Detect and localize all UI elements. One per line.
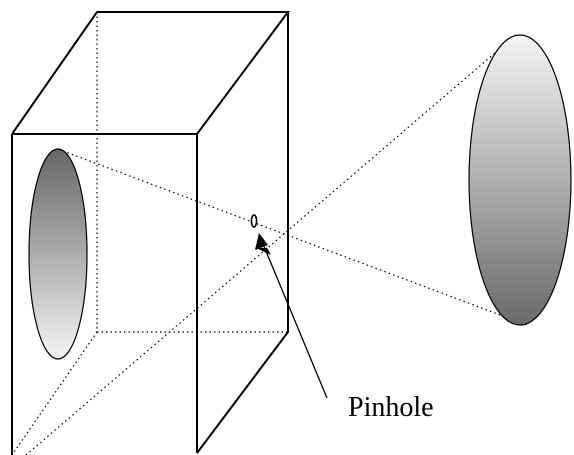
pinhole-opening (250, 214, 258, 228)
box-hidden-edges (11, 12, 288, 455)
arrow-head (256, 233, 271, 255)
box-right-face-edges (196, 12, 289, 454)
light-rays (25, 34, 528, 455)
object-ellipse (468, 34, 572, 326)
pinhole-label: Pinhole (348, 392, 434, 423)
ray-top-to-bottom (62, 150, 528, 326)
arrow-head-fill (255, 233, 268, 250)
ray-bottom-to-top (25, 34, 517, 455)
box-visible-edges (11, 11, 290, 455)
pinhole-pointer-arrow (255, 233, 328, 399)
projected-image-ellipse (28, 148, 88, 360)
box-top-face (11, 11, 290, 135)
arrow-shaft (262, 243, 328, 399)
